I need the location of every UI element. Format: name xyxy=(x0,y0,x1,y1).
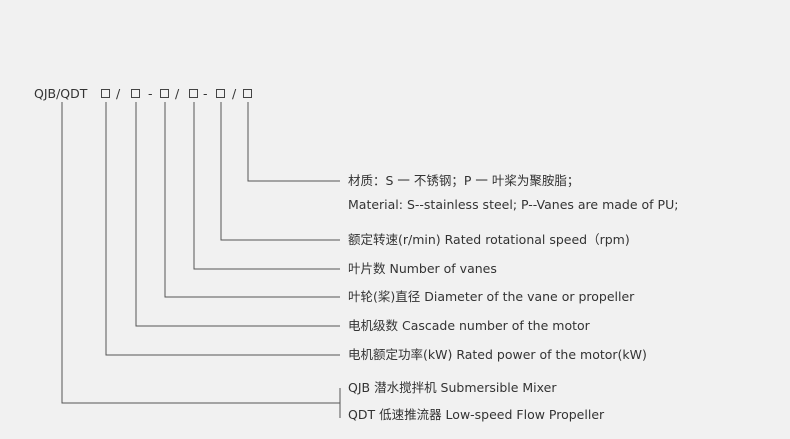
leader-line-speed xyxy=(220,102,340,241)
label-cascade: 电机级数 Cascade number of the motor xyxy=(348,318,590,333)
leader-line-diameter xyxy=(164,102,340,298)
leader-line-cascade xyxy=(135,102,340,327)
leader-line-power xyxy=(105,102,340,356)
code-box-speed xyxy=(216,89,225,98)
label-material-cn: 材质：S 一 不锈钢；P 一 叶桨为聚胺脂； xyxy=(348,173,580,188)
label-diameter: 叶轮(桨)直径 Diameter of the vane or propelle… xyxy=(348,289,635,304)
code-separator: / xyxy=(116,86,121,101)
code-separator: - xyxy=(148,86,153,101)
code-separator: / xyxy=(232,86,237,101)
model-prefix: QJB/QDT xyxy=(34,86,88,101)
code-box-power xyxy=(101,89,110,98)
code-box-vanes xyxy=(189,89,198,98)
code-separator: - xyxy=(203,86,208,101)
label-speed: 额定转速(r/min) Rated rotational speed（rpm) xyxy=(348,232,630,247)
leader-line-type xyxy=(61,102,340,404)
label-qdt: QDT 低速推流器 Low-speed Flow Propeller xyxy=(348,407,605,422)
label-power: 电机额定功率(kW) Rated power of the motor(kW) xyxy=(348,347,647,362)
label-material-en: Material: S--stainless steel; P--Vanes a… xyxy=(348,197,679,212)
label-vanes: 叶片数 Number of vanes xyxy=(348,261,497,276)
code-separator: / xyxy=(175,86,180,101)
leader-line-material xyxy=(247,102,340,182)
code-box-material xyxy=(243,89,252,98)
leader-line-vanes xyxy=(193,102,340,270)
code-box-diameter xyxy=(160,89,169,98)
label-qjb: QJB 潜水搅拌机 Submersible Mixer xyxy=(348,380,557,395)
code-box-cascade xyxy=(131,89,140,98)
